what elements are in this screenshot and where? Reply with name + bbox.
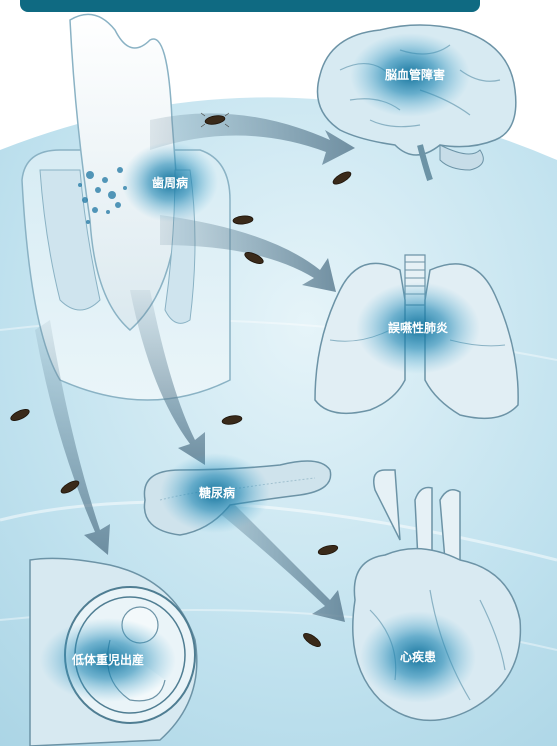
- label-cerebrovascular: 脳血管障害: [385, 67, 445, 82]
- label-diabetes: 糖尿病: [199, 485, 235, 500]
- label-aspiration-pneumonia: 誤嚥性肺炎: [388, 320, 448, 335]
- label-periodontal: 歯周病: [152, 175, 188, 190]
- header-bar: [20, 0, 480, 12]
- label-heart-disease: 心疾患: [400, 649, 436, 664]
- label-low-birth-weight: 低体重児出産: [71, 652, 144, 667]
